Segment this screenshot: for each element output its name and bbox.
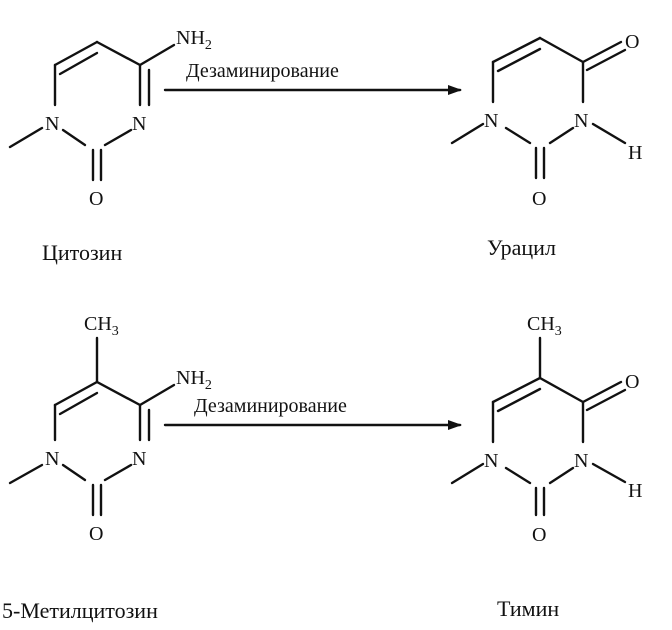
- cytosine-name: Цитозин: [42, 240, 122, 265]
- thymine-n1: N: [484, 450, 498, 472]
- methylcytosine-amino-text: NH: [176, 367, 205, 389]
- methylcytosine-n1: N: [45, 448, 59, 470]
- thymine-n3: N: [574, 450, 588, 472]
- thymine-name: Тимин: [497, 596, 559, 621]
- methylcytosine-structure: [8, 336, 176, 517]
- methylcytosine-oxygen: O: [89, 523, 103, 545]
- methylcytosine-amino-subscript: 2: [205, 378, 212, 393]
- cytosine-oxygen: O: [89, 188, 103, 210]
- thymine-structure: [450, 336, 627, 517]
- uracil-n1: N: [484, 110, 498, 132]
- uracil-name: Урацил: [487, 235, 556, 260]
- cytosine-amino-group: NH2: [176, 27, 212, 53]
- cytosine-structure: [8, 40, 176, 182]
- thymine-hydrogen: H: [628, 480, 642, 502]
- uracil-n3: N: [574, 110, 588, 132]
- thymine-methyl-group: CH3: [527, 313, 562, 339]
- cytosine-n3: N: [132, 113, 146, 135]
- methylcytosine-n3: N: [132, 448, 146, 470]
- cytosine-amino-text: NH: [176, 27, 205, 49]
- thymine-o4: O: [625, 371, 639, 393]
- thymine-methyl-subscript: 3: [555, 324, 562, 339]
- uracil-o4: O: [625, 31, 639, 53]
- uracil-structure: [450, 36, 627, 180]
- arrow-label-2: Дезаминирование: [194, 395, 347, 417]
- methylcytosine-methyl-text: CH: [84, 313, 112, 335]
- cytosine-n1: N: [45, 113, 59, 135]
- methylcytosine-amino-group: NH2: [176, 367, 212, 393]
- uracil-hydrogen: H: [628, 142, 642, 164]
- thymine-o2: O: [532, 524, 546, 546]
- methylcytosine-methyl-subscript: 3: [112, 324, 119, 339]
- cytosine-amino-subscript: 2: [205, 38, 212, 53]
- uracil-o2: O: [532, 188, 546, 210]
- methylcytosine-name: 5-Метилцитозин: [2, 598, 158, 623]
- methylcytosine-methyl-group: CH3: [84, 313, 119, 339]
- thymine-methyl-text: CH: [527, 313, 555, 335]
- arrow-label-1: Дезаминирование: [186, 60, 339, 82]
